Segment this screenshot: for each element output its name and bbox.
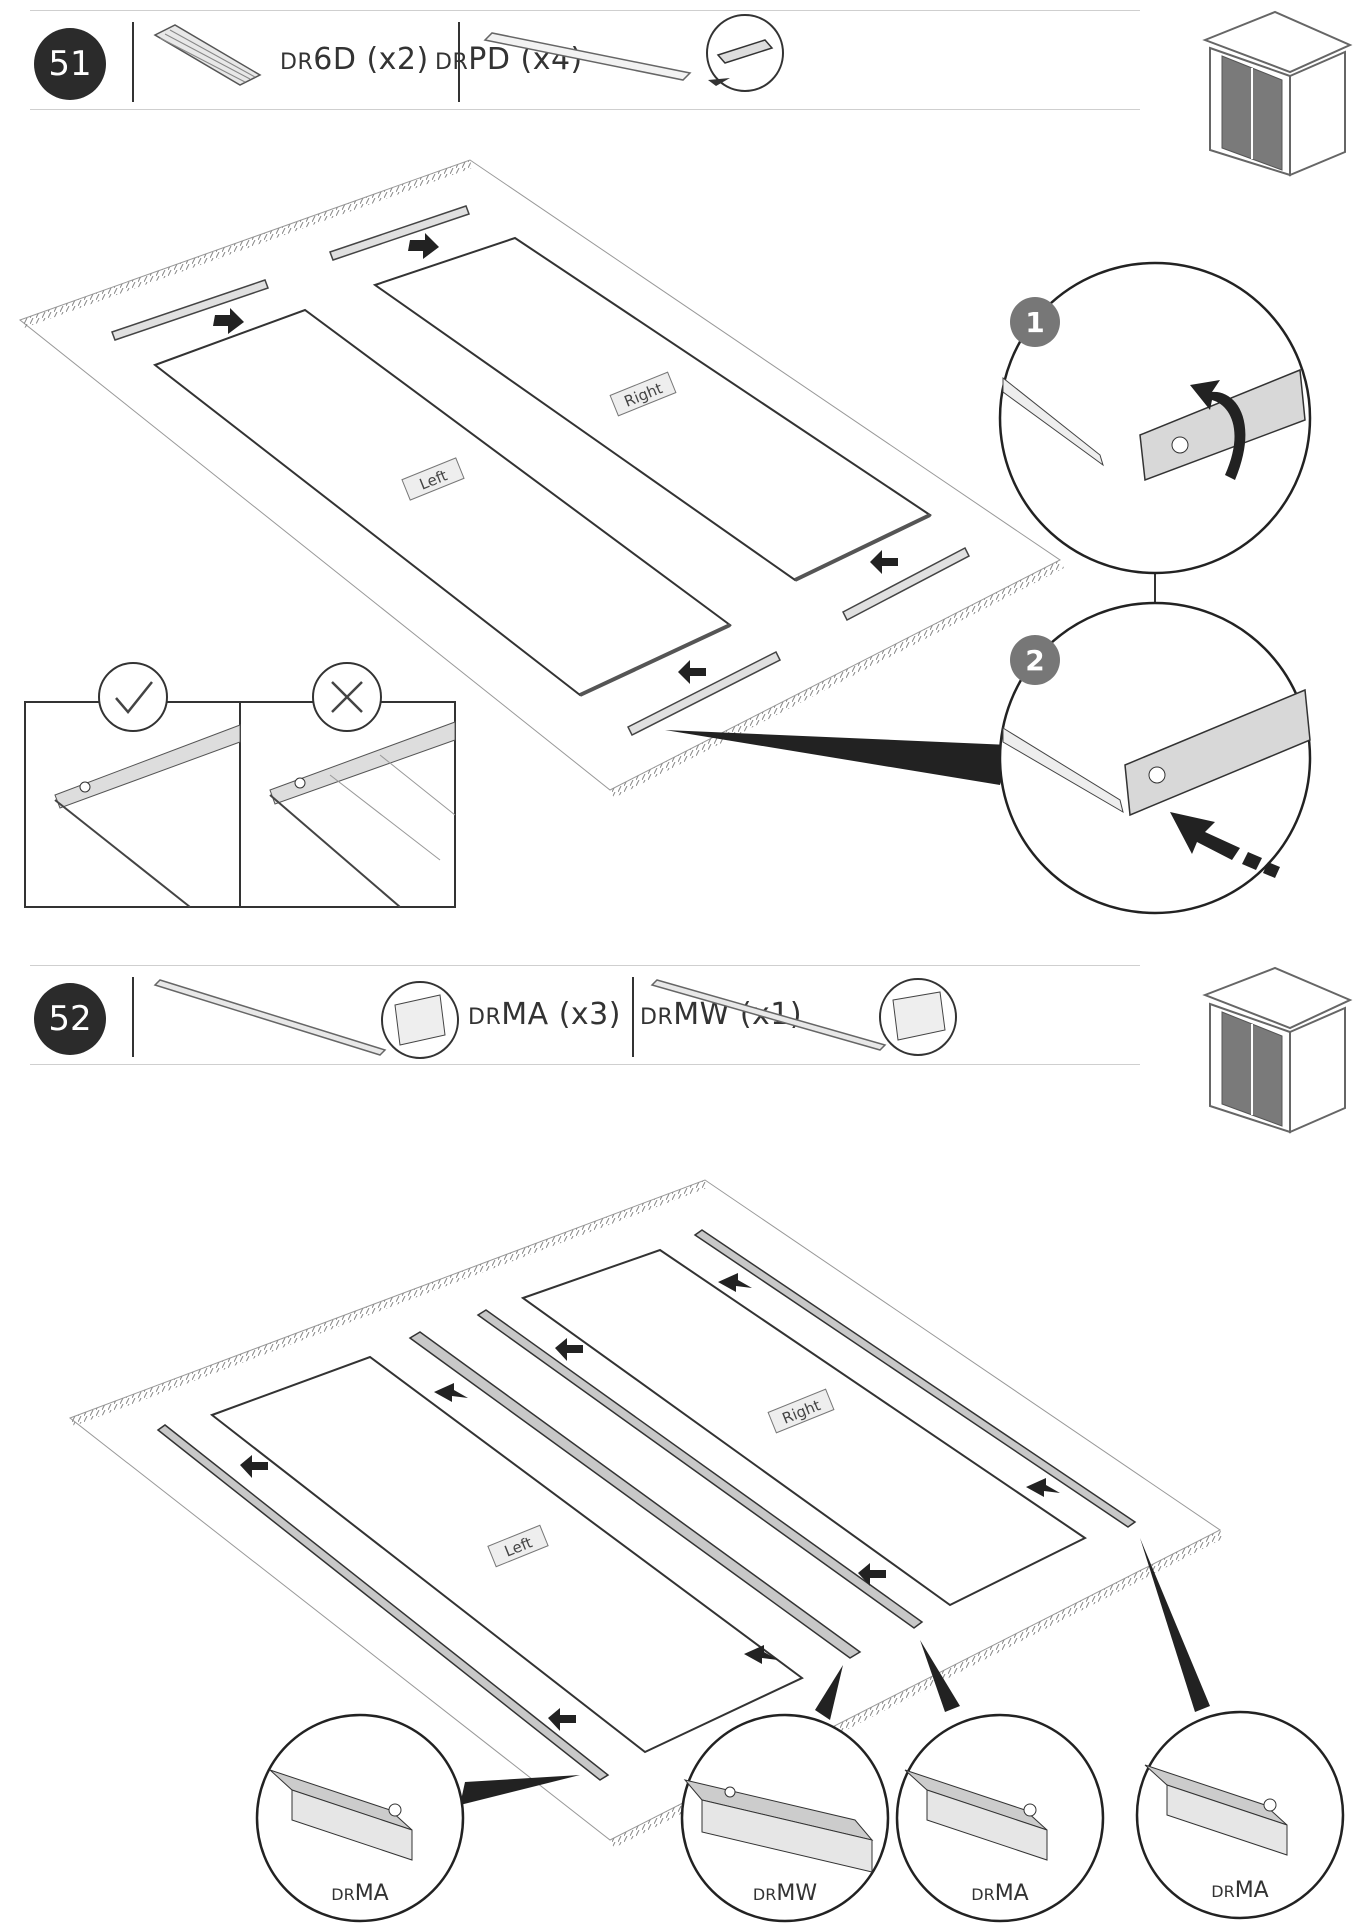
rail-detail-zoom-icon <box>706 14 784 92</box>
cross-icon <box>312 662 382 732</box>
rail-thumbnail-icon <box>483 32 692 81</box>
callout-number-badge <box>1010 635 1060 685</box>
header-divider <box>132 977 134 1057</box>
check-icon <box>98 662 168 732</box>
rail-right-top <box>329 205 470 261</box>
callout-number: 1 <box>1025 306 1044 339</box>
parts-divider <box>458 22 460 102</box>
panel-right: Right <box>372 236 933 582</box>
mw-rail-thumbnail-icon <box>650 978 957 1056</box>
rail-ma-3 <box>693 1229 1137 1528</box>
parts-divider <box>632 977 634 1057</box>
rail-mw <box>408 1331 862 1659</box>
rail-left-bottom <box>626 650 782 737</box>
callout-number: 2 <box>1025 644 1044 677</box>
correct-example <box>54 724 241 908</box>
detail-circle-drma-1: DRMA <box>255 1713 465 1923</box>
incorrect-example <box>269 721 456 908</box>
rail-ma-2 <box>476 1309 924 1629</box>
orientation-inset <box>24 662 456 908</box>
detail-circle-drmw: DRMW <box>680 1713 890 1923</box>
ma-rail-thumbnail-icon <box>153 979 459 1059</box>
part-label-dr6d: DR6D (x2) <box>280 42 429 77</box>
header-divider <box>132 22 134 102</box>
shed-icon <box>1202 10 1353 177</box>
step-number-badge: 52 <box>34 983 106 1055</box>
arrow-icon <box>240 1273 1060 1731</box>
detail-callout-2: 2 <box>998 601 1312 915</box>
rotate-arrow-icon <box>1190 380 1246 480</box>
shed-icon <box>1202 966 1353 1134</box>
panel-left: Left <box>209 1355 804 1754</box>
callout-number-badge <box>1010 297 1060 347</box>
detail-label: DRMW <box>753 1881 817 1906</box>
part-label-drma: DRMA (x3) <box>468 997 621 1032</box>
step-52-header: 52 DRMA (x3) DRMW (x1) <box>30 965 1140 1065</box>
detail-circle-drma-2: DRMA <box>895 1713 1105 1923</box>
push-arrow-icon <box>1170 812 1280 878</box>
panel-thumbnail-icon <box>153 24 262 86</box>
rail-right-bottom <box>842 546 970 622</box>
panel-right: Right <box>520 1248 1087 1607</box>
detail-label: DRMA <box>1211 1878 1268 1903</box>
detail-label: DRMA <box>331 1881 388 1906</box>
step-number-badge: 51 <box>34 28 106 100</box>
detail-circle-drma-3: DRMA <box>1135 1710 1345 1920</box>
arrow-icon <box>213 233 898 684</box>
header-rule-bottom <box>30 109 1140 110</box>
header-rule-bottom <box>30 1064 1140 1065</box>
detail-callout-1: 1 <box>998 261 1312 605</box>
panel-left: Left <box>152 308 732 697</box>
callout-pointer <box>665 730 1010 785</box>
header-rule-top <box>30 10 1140 11</box>
step-51-header: 51 DR6D (x2) DRPD (x4) <box>30 10 1140 110</box>
header-rule-top <box>30 965 1140 966</box>
rail-ma-1 <box>156 1424 610 1781</box>
rail-left-top <box>111 279 269 341</box>
callout-pointer <box>460 1538 1210 1805</box>
detail-label: DRMA <box>971 1881 1028 1906</box>
